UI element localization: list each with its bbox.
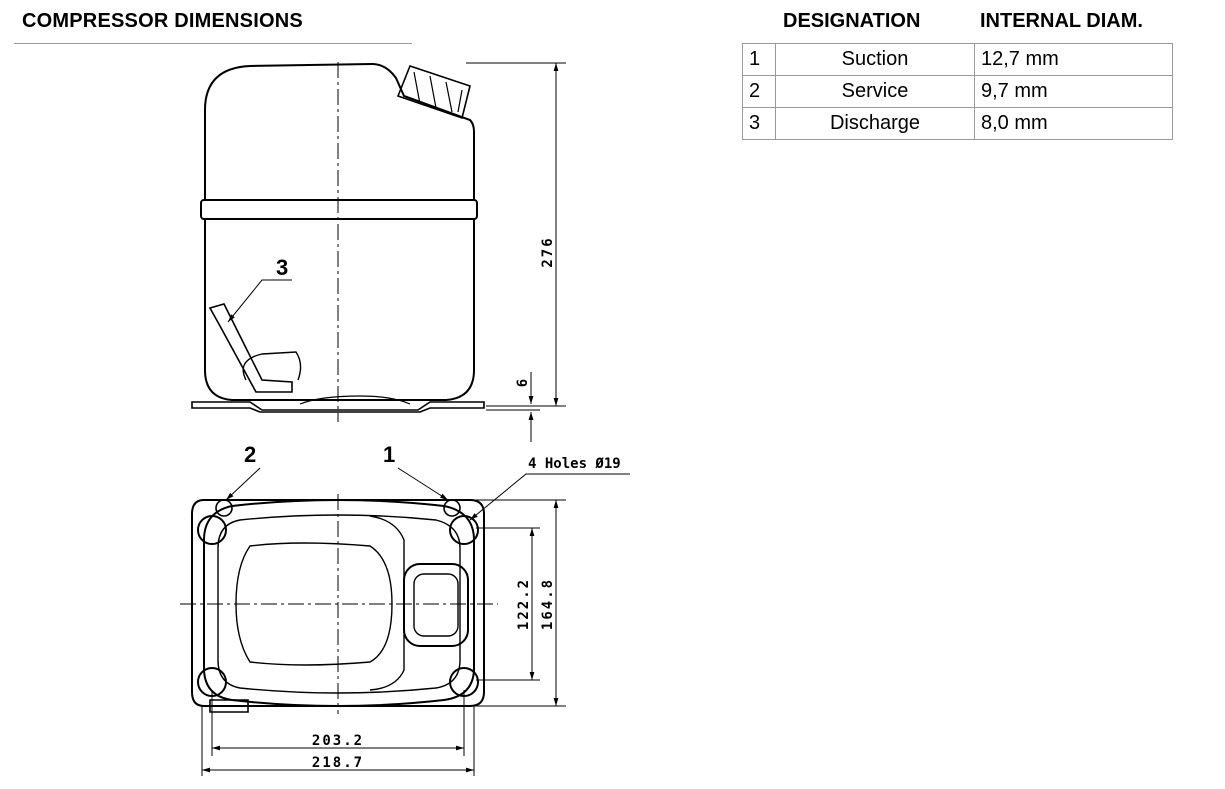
- table-row: 1 Suction 12,7 mm: [742, 43, 1173, 76]
- mount-hole: [449, 515, 479, 545]
- discharge-stub: [209, 699, 249, 713]
- compressor-band: [200, 199, 478, 220]
- foot-dim-label: 6: [515, 377, 531, 387]
- mount-hole: [197, 515, 227, 545]
- connection-diameter: 12,7 mm: [974, 43, 1173, 76]
- discharge-tube: [208, 303, 293, 393]
- holes-note-leader: [469, 473, 630, 521]
- service-connection: [215, 499, 233, 517]
- internal-diam-header: INTERNAL DIAM.: [980, 10, 1143, 32]
- depth-outer-label: 164.8: [540, 578, 556, 630]
- top-shell: [203, 499, 475, 707]
- designation-header: DESIGNATION: [783, 10, 921, 32]
- callout-3: 3: [276, 255, 288, 280]
- connection-diameter: 8,0 mm: [974, 107, 1173, 140]
- width-outer-label: 218.7: [312, 755, 364, 771]
- depth-inner-label: 122.2: [516, 578, 532, 630]
- compressor-dome: [204, 62, 475, 201]
- callout-1-leader: [397, 467, 449, 501]
- terminal-box: [396, 65, 471, 120]
- holes-note: 4 Holes Ø19: [528, 456, 621, 472]
- width-dimension: [201, 690, 475, 776]
- height-dim-label: 276: [540, 236, 556, 267]
- connection-designation: Discharge: [775, 107, 975, 140]
- title-underline: [14, 43, 412, 44]
- side-view: [191, 62, 485, 413]
- table-row: 3 Discharge 8,0 mm: [742, 107, 1173, 140]
- callout-2-leader: [225, 467, 261, 501]
- top-terminal-box: [403, 563, 469, 647]
- callout-1: 1: [383, 442, 395, 467]
- height-dimension: [466, 62, 566, 442]
- depth-dimension: [470, 499, 566, 707]
- width-inner-label: 203.2: [312, 733, 364, 749]
- base-plate: [191, 401, 485, 413]
- callout-3-leader: [227, 279, 292, 323]
- page-title: COMPRESSOR DIMENSIONS: [22, 10, 303, 32]
- compressor-body: [204, 219, 475, 401]
- connection-designation: Suction: [775, 43, 975, 76]
- connection-designation: Service: [775, 75, 975, 108]
- callout-2: 2: [244, 442, 256, 467]
- connections-table: 1 Suction 12,7 mm 2 Service 9,7 mm 3 Dis…: [742, 43, 1173, 140]
- suction-connection: [443, 499, 461, 517]
